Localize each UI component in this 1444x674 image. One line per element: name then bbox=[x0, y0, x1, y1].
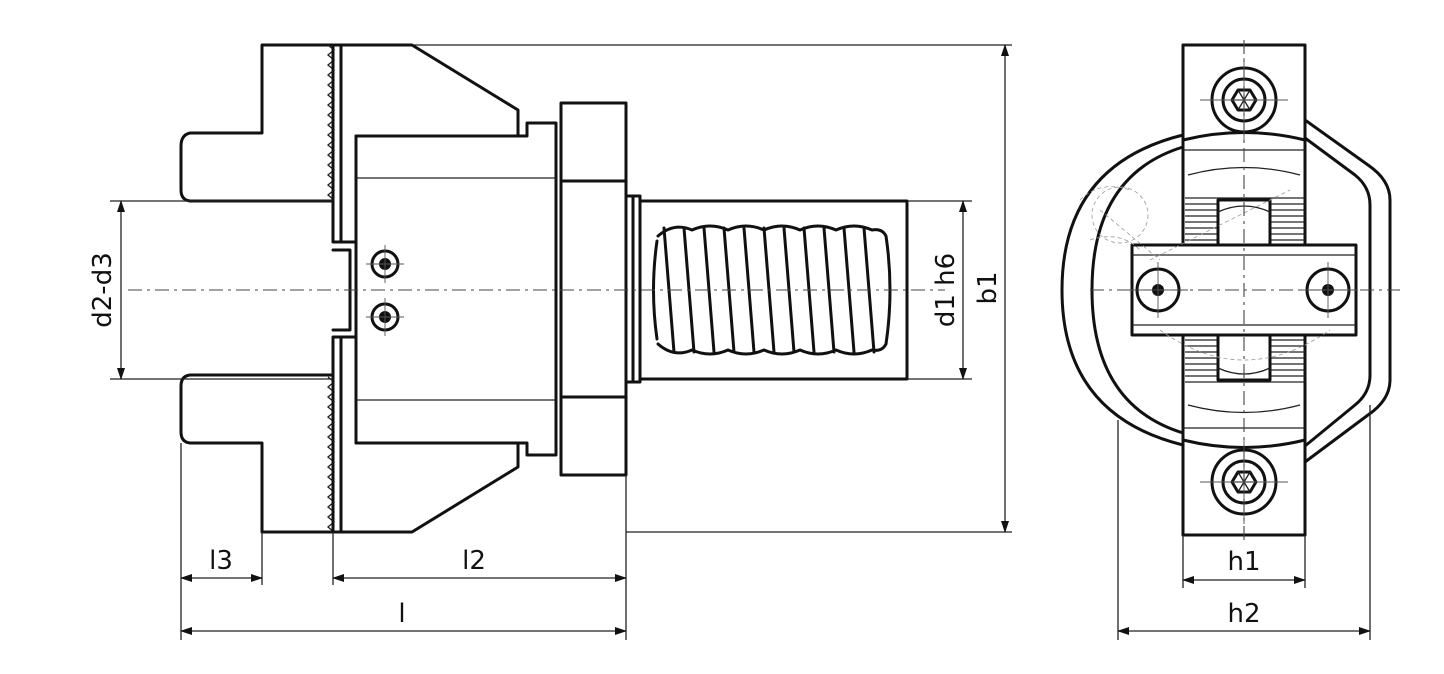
flange bbox=[559, 101, 628, 477]
clamp-body-upper bbox=[331, 43, 520, 244]
dim-label-l3: l3 bbox=[209, 546, 233, 576]
clamp-body-lower bbox=[331, 335, 520, 534]
shank bbox=[638, 199, 909, 381]
collar bbox=[624, 194, 642, 384]
front-view bbox=[1060, 40, 1400, 545]
dim-label-b1: b1 bbox=[973, 271, 1003, 304]
coolant-hole-icon bbox=[366, 245, 404, 283]
dim-label-l2: l2 bbox=[462, 546, 486, 576]
dim-label-d1-h6: d1 h6 bbox=[931, 253, 961, 327]
dim-label-d2-d3: d2-d3 bbox=[88, 252, 118, 327]
dim-label-h2: h2 bbox=[1227, 599, 1260, 629]
dimensions: d2-d3 d1 h6 b1 l3 l2 l h1 h2 bbox=[88, 44, 1371, 640]
housing bbox=[354, 121, 558, 457]
coolant-hole-icon bbox=[366, 298, 404, 336]
dim-label-h1: h1 bbox=[1227, 547, 1260, 577]
dim-label-l: l bbox=[398, 599, 405, 629]
jaw-outline bbox=[179, 43, 335, 534]
side-view bbox=[128, 43, 945, 534]
